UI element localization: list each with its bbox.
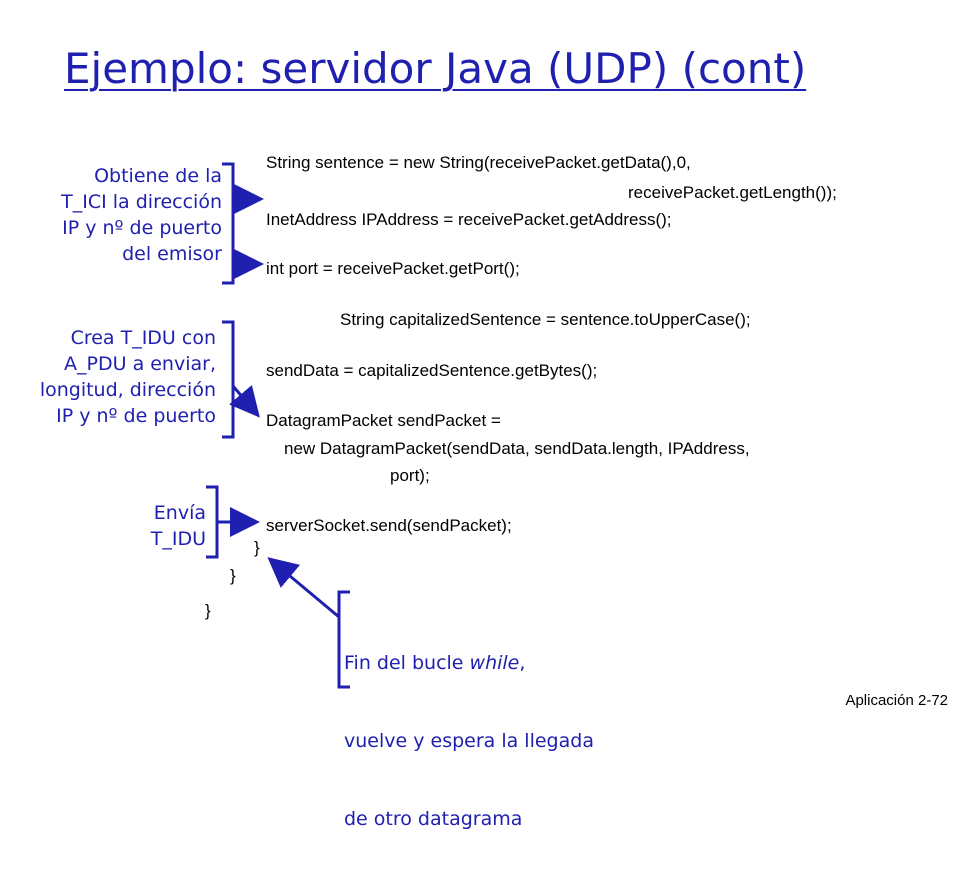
annotation-fin: Fin del bucle while, vuelve y espera la … [344,598,644,884]
slide: Ejemplo: servidor Java (UDP) (cont) Obti… [39,44,948,830]
code-line: int port = receivePacket.getPort(); [266,259,520,278]
annotation-fin-line2: vuelve y espera la llegada [344,730,594,752]
code-line: serverSocket.send(sendPacket); [266,516,512,535]
code-line: new DatagramPacket(sendData, sendData.le… [284,439,750,458]
code-line: String capitalizedSentence = sentence.to… [340,310,751,329]
code-line: sendData = capitalizedSentence.getBytes(… [266,361,598,380]
bracket-envia [206,485,219,559]
annotation-fin-line1: Fin del bucle while, [344,652,526,674]
code-line: receivePacket.getLength()); [628,183,837,202]
arrow-crea [229,385,260,418]
slide-title: Ejemplo: servidor Java (UDP) (cont) [64,44,807,93]
annotation-obtiene: Obtiene de la T_ICI la dirección IP y nº… [61,165,222,265]
slide-footer: Aplicación 2-72 [845,692,948,709]
code-line: port); [390,466,430,485]
bracket-crea [222,320,235,439]
closing-brace: } [205,601,211,620]
arrow-fin [267,557,340,619]
code-line: String sentence = new String(receivePack… [266,153,691,172]
annotation-envia: Envía T_IDU [150,502,206,550]
bracket-obtiene [222,162,235,285]
closing-brace: } [230,566,236,585]
annotation-crea: Crea T_IDU con A_PDU a enviar, longitud,… [39,327,216,427]
code-line: DatagramPacket sendPacket = [266,411,501,430]
code-line: InetAddress IPAddress = receivePacket.ge… [266,210,672,229]
closing-brace: } [254,538,260,557]
annotation-fin-line3: de otro datagrama [344,808,523,830]
